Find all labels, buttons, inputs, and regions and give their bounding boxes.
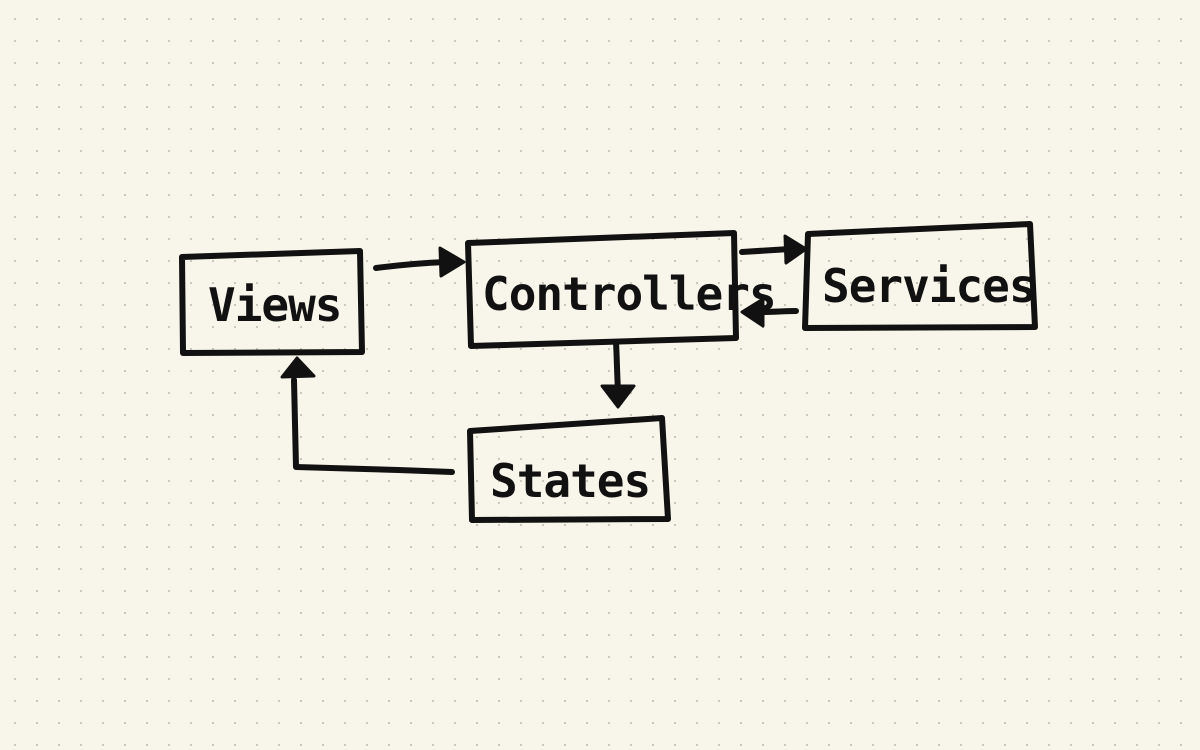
node-controllers-box bbox=[465, 230, 739, 349]
node-states: States bbox=[467, 415, 671, 523]
node-services: Services bbox=[802, 221, 1038, 331]
node-views: Views bbox=[179, 248, 365, 356]
node-services-label: Services bbox=[822, 259, 1036, 313]
node-states-box bbox=[467, 415, 671, 523]
edge-controllers-to-states bbox=[600, 339, 636, 409]
edge-services-to-controllers bbox=[740, 297, 799, 328]
edge-views-to-controllers bbox=[373, 246, 466, 278]
edge-controllers-to-services bbox=[739, 234, 808, 265]
node-services-box bbox=[802, 221, 1038, 331]
arrow-head-down-icon bbox=[600, 384, 636, 409]
arrow-head-up-icon bbox=[280, 356, 316, 379]
arrow-head-right-icon bbox=[783, 234, 808, 265]
node-controllers-label: Controllers bbox=[482, 267, 776, 321]
node-views-label: Views bbox=[208, 278, 341, 332]
node-controllers: Controllers bbox=[465, 230, 777, 349]
node-views-box bbox=[179, 248, 365, 356]
arrow-head-right-icon bbox=[438, 246, 466, 278]
arrow-head-left-icon bbox=[740, 297, 765, 328]
node-states-label: States bbox=[490, 454, 650, 508]
edge-states-to-views bbox=[280, 356, 455, 475]
